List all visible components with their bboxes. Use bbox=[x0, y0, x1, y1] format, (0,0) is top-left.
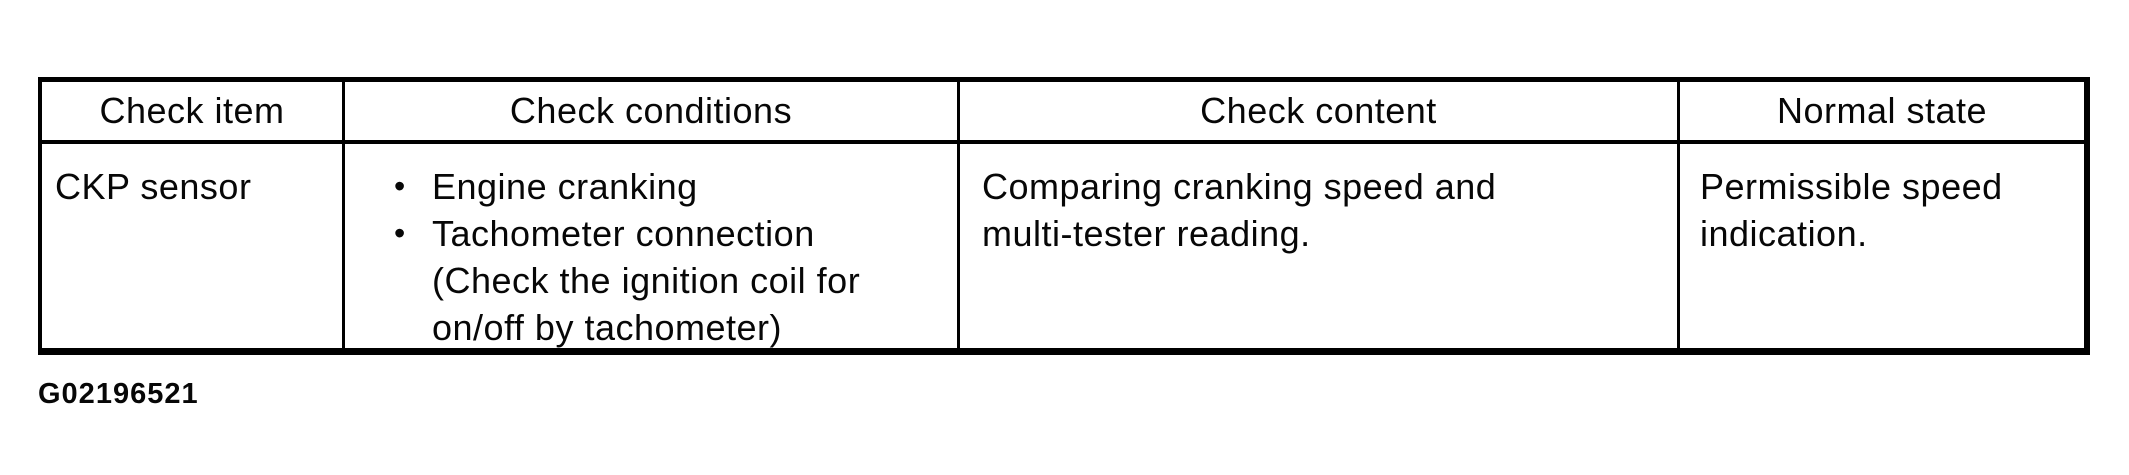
condition-item: • Tachometer connection (Check the igniti… bbox=[394, 210, 957, 351]
bullet-icon: • bbox=[394, 215, 406, 251]
cell-normal-state: Permissible speed indication. bbox=[1677, 144, 2084, 351]
cell-check-item: CKP sensor bbox=[55, 166, 252, 207]
condition-text: Engine cranking bbox=[432, 166, 698, 207]
condition-text: Tachometer connection (Check the ignitio… bbox=[432, 213, 861, 348]
condition-item: • Engine cranking bbox=[394, 163, 957, 210]
check-table: Check item Check conditions Check conten… bbox=[38, 77, 2090, 355]
figure-id-caption: G02196521 bbox=[38, 378, 199, 410]
cell-check-content: Comparing cranking speed and multi-teste… bbox=[957, 144, 1677, 351]
cell-check-conditions: • Engine cranking • Tachometer connection (… bbox=[342, 144, 957, 351]
header-check-content: Check content bbox=[957, 82, 1677, 144]
bullet-icon: • bbox=[394, 168, 406, 204]
conditions-list: • Engine cranking • Tachometer connection (… bbox=[345, 163, 957, 351]
header-check-conditions: Check conditions bbox=[342, 82, 957, 144]
header-check-item: Check item bbox=[42, 82, 342, 144]
header-normal-state: Normal state bbox=[1677, 82, 2084, 144]
